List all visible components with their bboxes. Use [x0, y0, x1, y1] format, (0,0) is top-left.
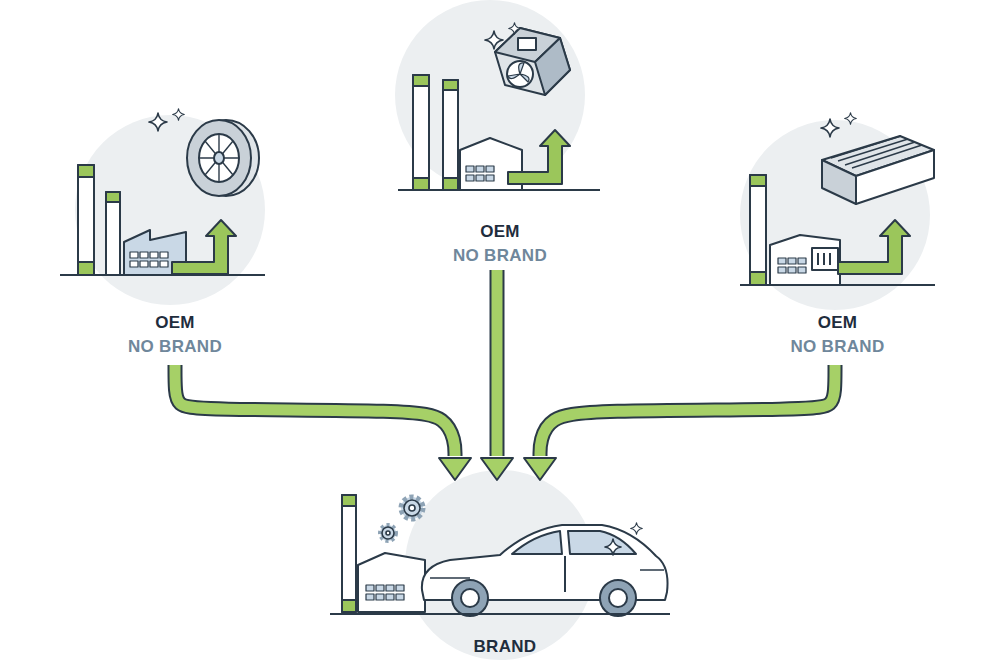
flow-arrow	[524, 365, 835, 480]
brand-node: BRAND	[320, 480, 690, 665]
node-subtitle: NO BRAND	[453, 244, 547, 268]
backdrop-circle	[395, 0, 585, 190]
node-title: OEM	[155, 311, 195, 335]
arrow-head	[439, 458, 471, 480]
backdrop-circle	[75, 115, 265, 305]
supplier-node: OEMNO BRAND	[60, 105, 290, 365]
arrow-body	[492, 270, 503, 456]
flow-arrow	[481, 270, 513, 480]
flow-arrow	[175, 365, 471, 480]
arrow-outline	[175, 365, 455, 456]
node-title: OEM	[480, 220, 520, 244]
car-factory	[330, 495, 670, 616]
battery-factory	[740, 113, 935, 285]
arrow-outline	[490, 270, 505, 456]
supplier-node: OEMNO BRAND	[720, 105, 955, 365]
arrow-body	[540, 365, 835, 456]
engine-part-factory	[398, 23, 600, 190]
arrow-outline	[540, 365, 835, 456]
node-title: BRAND	[474, 635, 537, 659]
arrow-head	[524, 458, 556, 480]
tyre-factory	[60, 109, 265, 275]
node-subtitle: NO BRAND	[128, 335, 222, 359]
supplier-node: OEMNO BRAND	[385, 0, 615, 270]
gear-icons	[380, 497, 423, 541]
arrow-head	[481, 458, 513, 480]
node-subtitle: NO BRAND	[790, 335, 884, 359]
arrow-body	[175, 365, 455, 456]
node-title: OEM	[818, 311, 858, 335]
